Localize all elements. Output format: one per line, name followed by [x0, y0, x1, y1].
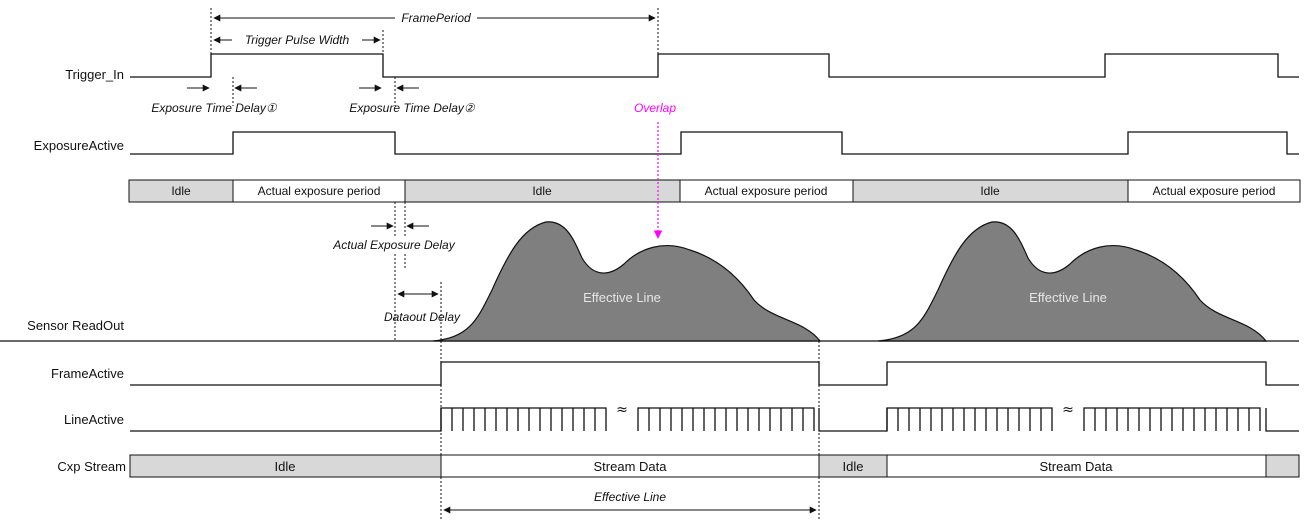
sensor-readout-label: Sensor ReadOut	[27, 318, 124, 333]
trigger-in-label: Trigger_In	[65, 67, 124, 82]
line-active-pulses	[1083, 407, 1261, 431]
line-active-pulse-train-2	[886, 407, 1261, 431]
line-active-pulse-train-1	[440, 407, 815, 431]
overlap-label: Overlap	[634, 101, 676, 115]
stream-idle-cell-3	[1265, 454, 1300, 478]
line-break-symbol-1: ≈	[616, 402, 628, 418]
exposure-idle-text-3: Idle	[980, 184, 1000, 198]
stream-idle-text-2: Idle	[843, 459, 864, 474]
exposure-idle-text-1: Idle	[171, 184, 191, 198]
exposure-actual-cell-3	[1127, 179, 1301, 203]
exposure-time-delay-1-label: Exposure Time Delay①	[151, 101, 278, 115]
exposure-state-bar: Idle Actual exposure period Idle Actual …	[128, 179, 1301, 203]
line-break-symbol-2: ≈	[1062, 402, 1074, 418]
line-active-pulses	[440, 407, 607, 431]
exposure-actual-text-1: Actual exposure period	[258, 184, 381, 198]
exposure-active-waveform	[130, 131, 1299, 155]
line-active-pulses	[886, 407, 1053, 431]
dataout-delay-label: Dataout Delay	[384, 310, 461, 324]
readout-hump-1	[432, 221, 822, 342]
aed-label-bg	[321, 237, 467, 252]
exposure-active-label: ExposureActive	[34, 138, 124, 153]
frame-period-label-bg	[395, 10, 477, 25]
stream-data-text-1: Stream Data	[594, 459, 668, 474]
pulse-width-label-bg	[232, 32, 362, 47]
frame-active-waveform	[130, 361, 1299, 386]
exposure-time-delay-2-label: Exposure Time Delay②	[349, 101, 476, 115]
cxp-stream-label: Cxp Stream	[57, 459, 126, 474]
line-active-pulses	[637, 407, 815, 431]
effective-line-span-label-bg	[574, 489, 686, 504]
stream-idle-text-1: Idle	[275, 459, 296, 474]
effective-line-text-1: Effective Line	[583, 290, 661, 305]
trigger-pulse-width-label: Trigger Pulse Width	[245, 33, 350, 47]
exposure-idle-text-2: Idle	[532, 184, 552, 198]
effective-line-text-2: Effective Line	[1029, 290, 1107, 305]
readout-hump-2	[877, 221, 1268, 342]
frame-period-label: FramePeriod	[401, 11, 471, 25]
cxp-stream-bar: Idle Stream Data Idle Stream Data	[129, 454, 1300, 478]
frame-active-label: FrameActive	[51, 366, 124, 381]
line-active-label: LineActive	[64, 412, 124, 427]
exposure-actual-text-3: Actual exposure period	[1153, 184, 1276, 198]
effective-line-span-label: Effective Line	[594, 490, 666, 504]
exposure-actual-text-2: Actual exposure period	[705, 184, 828, 198]
stream-data-text-2: Stream Data	[1040, 459, 1114, 474]
trigger-in-waveform	[130, 53, 1299, 78]
actual-exposure-delay-label: Actual Exposure Delay	[332, 238, 455, 252]
